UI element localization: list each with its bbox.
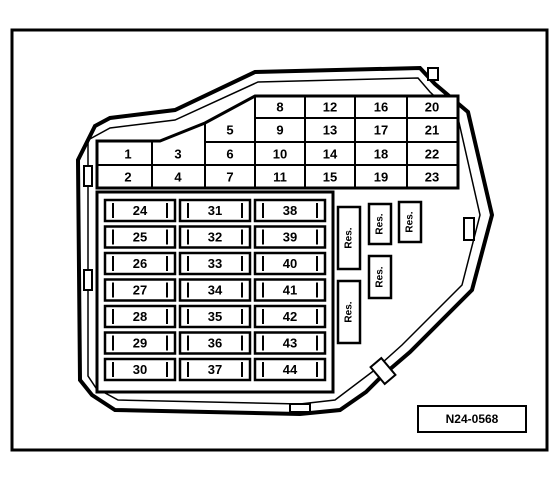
fuse-number: 21 bbox=[425, 123, 439, 138]
fuse-number: 19 bbox=[374, 170, 388, 185]
fuse-slot: 39 bbox=[253, 225, 327, 249]
fuse-number: 9 bbox=[276, 123, 283, 138]
fuse-number: 30 bbox=[133, 362, 147, 377]
reserve-slot: Res. bbox=[397, 200, 423, 244]
fuse-number: 32 bbox=[208, 230, 222, 245]
reference-label-box bbox=[417, 405, 527, 433]
housing-clip-bottom-right bbox=[369, 356, 397, 386]
fuse-number: 18 bbox=[374, 147, 388, 162]
fuse-slot: 36 bbox=[178, 331, 252, 355]
fuse-number: 4 bbox=[174, 170, 182, 185]
fuse-number: 13 bbox=[323, 123, 337, 138]
fuse-number: 20 bbox=[425, 100, 439, 115]
svg-text:Res.: Res. bbox=[405, 211, 416, 232]
fuse-slot: 44 bbox=[253, 357, 327, 382]
fuse-slot: 35 bbox=[178, 304, 252, 329]
fuse-slot: 43 bbox=[253, 331, 327, 355]
fuse-number: 10 bbox=[273, 147, 287, 162]
fuse-number: 26 bbox=[133, 256, 147, 271]
fuse-number: 40 bbox=[283, 256, 297, 271]
fuse-number: 5 bbox=[226, 123, 233, 138]
housing-clip-right bbox=[463, 217, 475, 241]
fuse-slot: 30 bbox=[103, 357, 177, 382]
fuse-number: 43 bbox=[283, 336, 297, 351]
fuse-number: 15 bbox=[323, 170, 337, 185]
reserve-slot: Res. bbox=[367, 254, 393, 300]
reference-label: N24-0568 bbox=[446, 412, 499, 426]
top-fuse-grid bbox=[95, 94, 460, 190]
fuse-slot: 28 bbox=[103, 304, 177, 329]
fuse-slot: 37 bbox=[178, 357, 252, 382]
svg-text:Res.: Res. bbox=[375, 213, 386, 234]
fuse-number: 31 bbox=[208, 203, 222, 218]
reserve-slot: Res. bbox=[336, 205, 362, 271]
fuse-number: 17 bbox=[374, 123, 388, 138]
fuse-number: 37 bbox=[208, 362, 222, 377]
fuse-number: 41 bbox=[283, 283, 297, 298]
fuse-number: 29 bbox=[133, 336, 147, 351]
svg-text:Res.: Res. bbox=[375, 266, 386, 287]
fuse-slot: 26 bbox=[103, 251, 177, 276]
fuse-number: 23 bbox=[425, 170, 439, 185]
fuse-number: 42 bbox=[283, 309, 297, 324]
fuse-slot: 40 bbox=[253, 251, 327, 276]
svg-text:Res.: Res. bbox=[344, 227, 355, 248]
fuse-number: 28 bbox=[133, 309, 147, 324]
fuse-slot: 34 bbox=[178, 278, 252, 302]
fuse-box-housing bbox=[75, 65, 495, 417]
fuse-number: 39 bbox=[283, 230, 297, 245]
fuse-slot: 27 bbox=[103, 278, 177, 302]
fuse-number: 24 bbox=[133, 203, 148, 218]
fuse-number: 2 bbox=[124, 170, 131, 185]
fuse-number: 33 bbox=[208, 256, 222, 271]
fuse-number: 25 bbox=[133, 230, 147, 245]
housing-clip-left-upper bbox=[83, 165, 93, 187]
fuse-number: 44 bbox=[283, 362, 298, 377]
fuse-slot: 25 bbox=[103, 225, 177, 249]
fuse-number: 12 bbox=[323, 100, 337, 115]
fuse-number: 14 bbox=[323, 147, 338, 162]
fuse-number: 22 bbox=[425, 147, 439, 162]
fuse-number: 7 bbox=[226, 170, 233, 185]
fuse-number: 38 bbox=[283, 203, 297, 218]
fuse-rows: 24 25 26 27 28 29 30 31 32 33 34 35 36 37 38 39 40 41 42 43… bbox=[103, 198, 327, 382]
fuse-slot: 24 bbox=[103, 198, 177, 223]
fuse-number: 34 bbox=[208, 283, 223, 298]
fuse-number: 6 bbox=[226, 147, 233, 162]
fuse-number: 35 bbox=[208, 309, 222, 324]
housing-clip-bottom bbox=[289, 403, 311, 413]
reserve-slot: Res. bbox=[367, 202, 393, 246]
fuse-slot: 33 bbox=[178, 251, 252, 276]
fuse-number: 27 bbox=[133, 283, 147, 298]
fuse-slot: 41 bbox=[253, 278, 327, 302]
fuse-slot: 38 bbox=[253, 198, 327, 223]
svg-text:Res.: Res. bbox=[344, 301, 355, 322]
fuse-slot: 32 bbox=[178, 225, 252, 249]
fuse-number: 11 bbox=[273, 170, 287, 185]
fuse-number: 1 bbox=[124, 147, 131, 162]
fuse-slot: 42 bbox=[253, 304, 327, 329]
housing-inner-outline bbox=[87, 77, 481, 405]
reserve-slot: Res. bbox=[336, 279, 362, 345]
fuse-number: 8 bbox=[276, 100, 283, 115]
fuse-number: 16 bbox=[374, 100, 388, 115]
housing-clip-left-lower bbox=[83, 269, 93, 291]
fuse-slot: 31 bbox=[178, 198, 252, 223]
fuse-number: 3 bbox=[174, 147, 181, 162]
fuse-number: 36 bbox=[208, 336, 222, 351]
fuse-slot: 29 bbox=[103, 331, 177, 355]
housing-clip-top bbox=[427, 67, 439, 81]
